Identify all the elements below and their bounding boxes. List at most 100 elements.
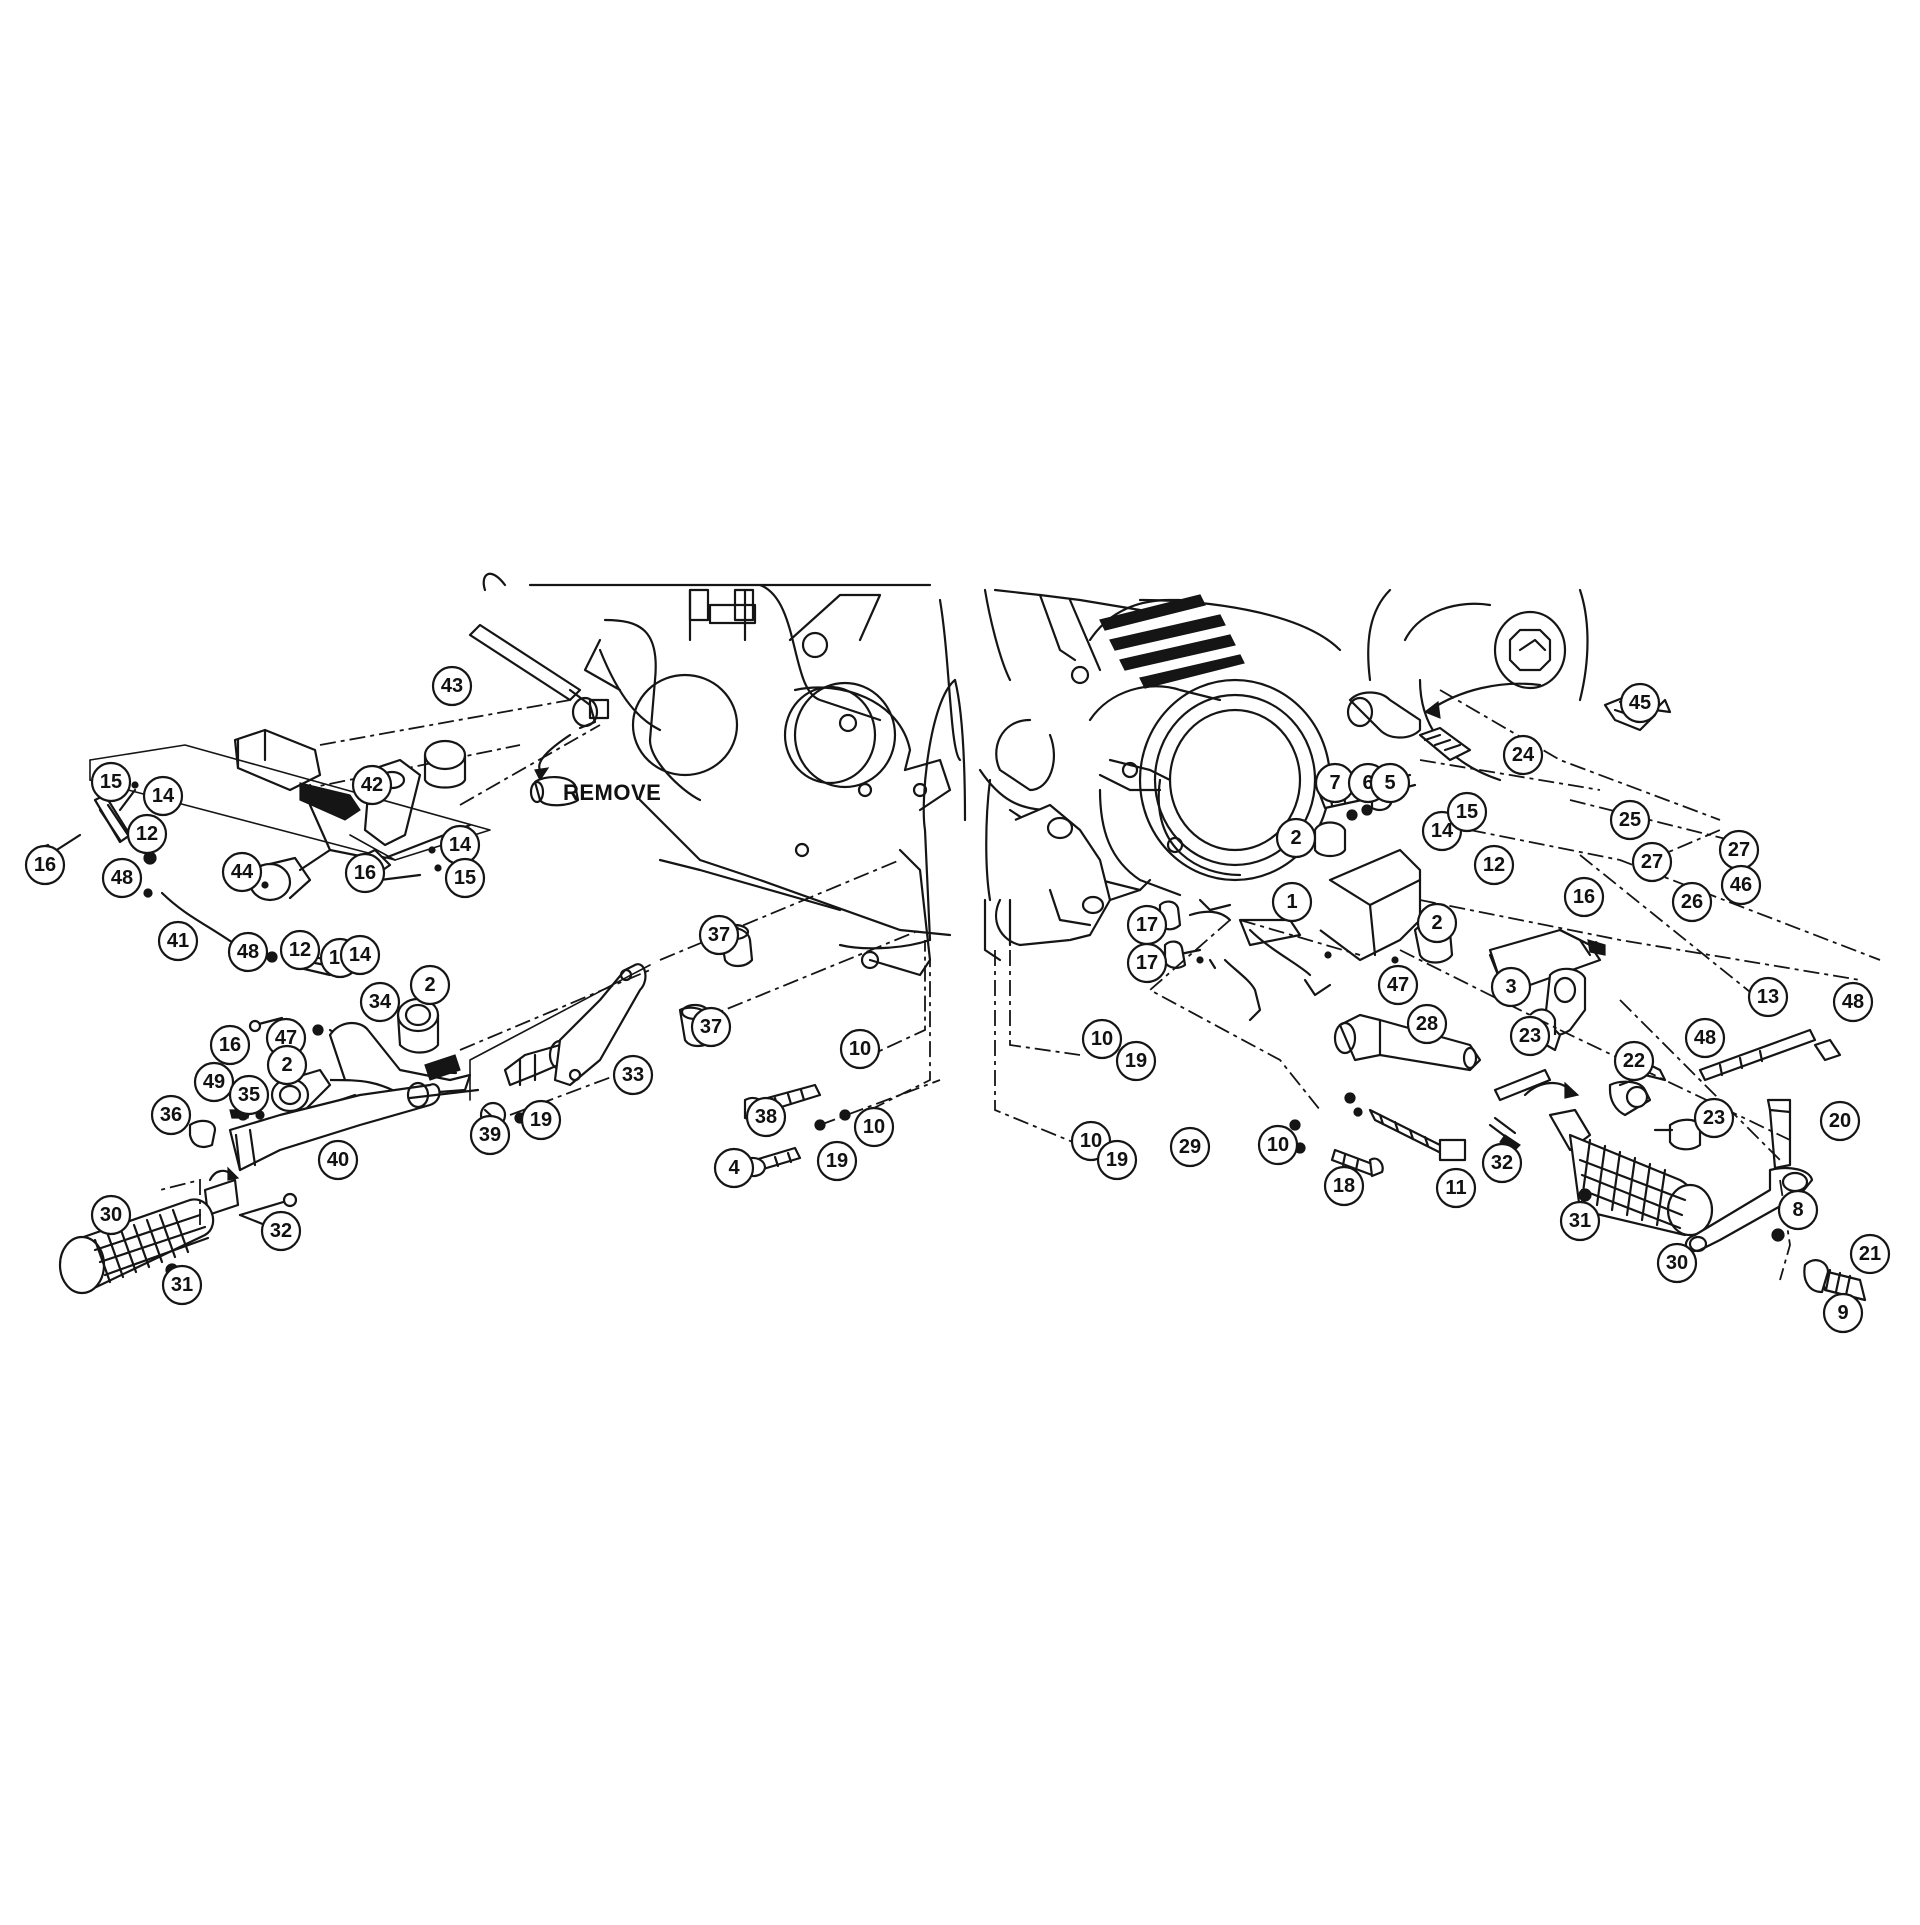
- right-derby-cover: [1367, 588, 1589, 782]
- callout-number: 21: [1859, 1243, 1881, 1265]
- callout-circle: [1126, 942, 1168, 984]
- callout-number: 10: [1080, 1130, 1102, 1152]
- right-callout: 21: [1849, 1233, 1891, 1275]
- callout-number: 7: [1329, 772, 1340, 794]
- callout-number: 5: [1384, 772, 1395, 794]
- callout-circle: [1684, 1017, 1726, 1059]
- left-callout: 12: [126, 813, 168, 855]
- right-callout: 10: [1257, 1124, 1299, 1166]
- right-callout: 24: [1502, 734, 1544, 776]
- callout-number: 37: [700, 1016, 722, 1038]
- right-callout: 48: [1684, 1017, 1726, 1059]
- callout-circle: [1609, 799, 1651, 841]
- callout-number: 16: [34, 854, 56, 876]
- callout-number: 15: [454, 867, 476, 889]
- callout-circle: [1509, 1015, 1551, 1057]
- callout-circle: [1563, 876, 1605, 918]
- left-callout: 42: [351, 764, 393, 806]
- callout-circle: [351, 764, 393, 806]
- callout-number: 49: [203, 1071, 225, 1093]
- left-callout: 38: [745, 1096, 787, 1138]
- callout-circle: [853, 1106, 895, 1148]
- left-callout: 36: [150, 1094, 192, 1136]
- callout-number: 12: [1483, 854, 1505, 876]
- right-callout: 2: [1275, 817, 1317, 859]
- callout-number: 16: [354, 862, 376, 884]
- callout-number: 44: [231, 861, 254, 883]
- callout-number: 32: [270, 1220, 292, 1242]
- left-callout: 19: [816, 1140, 858, 1182]
- right-callout: 23: [1509, 1015, 1551, 1057]
- callout-number: 17: [1136, 952, 1158, 974]
- callout-number: 19: [1106, 1149, 1128, 1171]
- right-callout: 10: [1081, 1018, 1123, 1060]
- callout-number: 36: [160, 1104, 182, 1126]
- callout-circle: [1693, 1097, 1735, 1139]
- callout-number: 23: [1703, 1107, 1725, 1129]
- callout-circle: [1832, 981, 1874, 1023]
- right-callout: 19: [1096, 1139, 1138, 1181]
- callout-circle: [90, 761, 132, 803]
- callout-number: 30: [1666, 1252, 1688, 1274]
- callout-circle: [1081, 1018, 1123, 1060]
- callout-number: 20: [1829, 1110, 1851, 1132]
- left-callout: 4: [713, 1147, 755, 1189]
- right-callout: 27: [1718, 829, 1760, 871]
- callout-number: 26: [1681, 891, 1703, 913]
- left-callout: 19: [520, 1099, 562, 1141]
- left-callout: 48: [101, 857, 143, 899]
- callout-number: 14: [449, 834, 472, 856]
- callout-number: 37: [708, 924, 730, 946]
- right-callout: 7: [1314, 762, 1356, 804]
- callout-circle: [1631, 841, 1673, 883]
- callout-number: 47: [1387, 974, 1409, 996]
- callout-circle: [816, 1140, 858, 1182]
- callout-circle: [359, 981, 401, 1023]
- callout-circle: [1502, 734, 1544, 776]
- callout-circle: [1481, 1142, 1523, 1184]
- callout-number: 16: [1573, 886, 1595, 908]
- callout-circle: [1656, 1242, 1698, 1284]
- callout-number: 27: [1641, 851, 1663, 873]
- right-callout: 30: [1656, 1242, 1698, 1284]
- right-callout: 2: [1416, 902, 1458, 944]
- callout-number: 34: [369, 991, 392, 1013]
- callout-circle: [713, 1147, 755, 1189]
- callout-circle: [1435, 1167, 1477, 1209]
- callout-circle: [1822, 1292, 1864, 1334]
- callout-circle: [209, 1024, 251, 1066]
- right-callout: 18: [1323, 1165, 1365, 1207]
- callout-number: 15: [100, 771, 122, 793]
- callout-number: 4: [728, 1157, 740, 1179]
- callout-number: 40: [327, 1149, 349, 1171]
- callout-circle: [90, 1194, 132, 1236]
- callout-number: 3: [1505, 976, 1516, 998]
- callout-circle: [150, 1094, 192, 1136]
- callout-number: 48: [111, 867, 133, 889]
- callout-number: 14: [349, 944, 372, 966]
- right-engine-housing: [978, 588, 1342, 962]
- left-callout: 37: [698, 914, 740, 956]
- left-mount-hardware: [678, 923, 866, 1178]
- callout-number: 31: [1569, 1210, 1591, 1232]
- callout-number: 2: [424, 974, 435, 996]
- callout-circle: [1446, 791, 1488, 833]
- left-callout: 34: [359, 981, 401, 1023]
- callout-number: 17: [1136, 914, 1158, 936]
- callout-circle: [228, 1074, 270, 1116]
- callout-circle: [1720, 864, 1762, 906]
- left-callout: 16: [24, 844, 66, 886]
- left-brake-pedal: [188, 948, 472, 1227]
- callout-number: 2: [1431, 912, 1442, 934]
- left-callout: 33: [612, 1054, 654, 1096]
- right-callout: 31: [1559, 1200, 1601, 1242]
- callout-number: 46: [1730, 874, 1752, 896]
- left-callout: 37: [690, 1006, 732, 1048]
- callout-circle: [1257, 1124, 1299, 1166]
- right-callout: 19: [1115, 1040, 1157, 1082]
- callout-number: 18: [1333, 1175, 1355, 1197]
- right-callout: 3: [1490, 966, 1532, 1008]
- remove-pin: REMOVE: [529, 733, 661, 807]
- right-callout: 8: [1777, 1189, 1819, 1231]
